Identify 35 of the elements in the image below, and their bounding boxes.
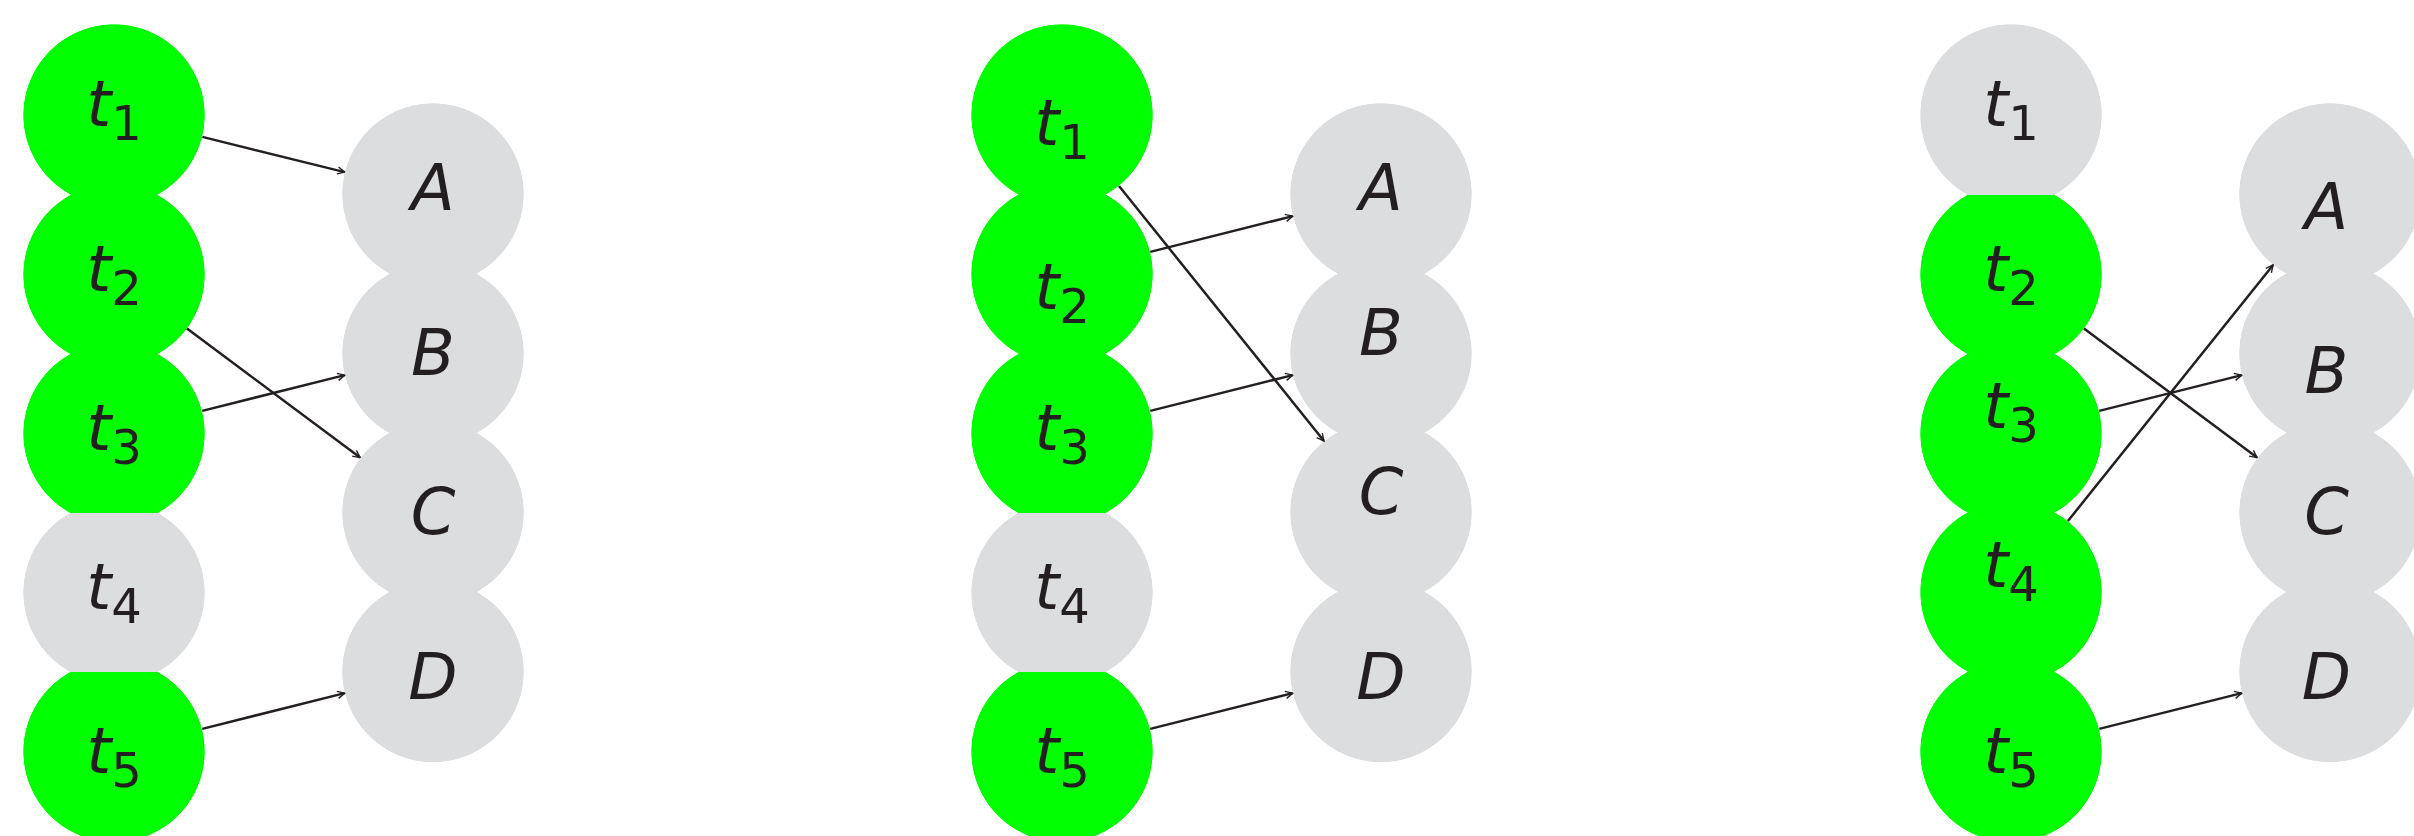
- node-label: D: [1356, 644, 1406, 709]
- arrow: [1149, 690, 1294, 731]
- node-label: t$_{4}$: [86, 554, 142, 630]
- node-label: B: [411, 321, 455, 385]
- node-label: D: [2301, 644, 2352, 709]
- node-label: t$_{5}$: [86, 719, 142, 795]
- node-label: t$_{2}$: [1034, 255, 1090, 331]
- node-label: t$_{3}$: [86, 395, 142, 471]
- node-label: C: [1358, 459, 1404, 524]
- arrow: [2098, 690, 2243, 731]
- node-label: t$_{1}$: [86, 71, 142, 147]
- node-label: C: [410, 480, 456, 544]
- node-label: t$_{2}$: [1983, 236, 2039, 312]
- arrow: [2098, 372, 2243, 413]
- node-label: t$_{3}$: [1034, 395, 1090, 471]
- node-label: B: [2304, 339, 2349, 404]
- node-label: C: [2304, 480, 2349, 544]
- arrow: [201, 690, 346, 731]
- node-label: t$_{2}$: [86, 236, 142, 312]
- arrow: [202, 135, 346, 175]
- node-label: t$_{1}$: [1983, 71, 2039, 147]
- arrow: [1149, 372, 1294, 413]
- arrow: [201, 372, 346, 413]
- node-label: t$_{5}$: [1034, 719, 1090, 795]
- node-label: t$_{1}$: [1034, 90, 1090, 166]
- node-label: B: [1359, 300, 1403, 365]
- arrow: [1149, 213, 1294, 254]
- node-label: t$_{4}$: [1034, 554, 1090, 630]
- node-label: t$_{5}$: [1983, 719, 2039, 795]
- node-label: t$_{3}$: [1983, 374, 2039, 450]
- arrow: [2066, 264, 2275, 522]
- node-label: D: [408, 644, 458, 709]
- arrow: [2083, 327, 2258, 459]
- node-label: t$_{4}$: [1983, 533, 2039, 609]
- arrow: [186, 327, 361, 459]
